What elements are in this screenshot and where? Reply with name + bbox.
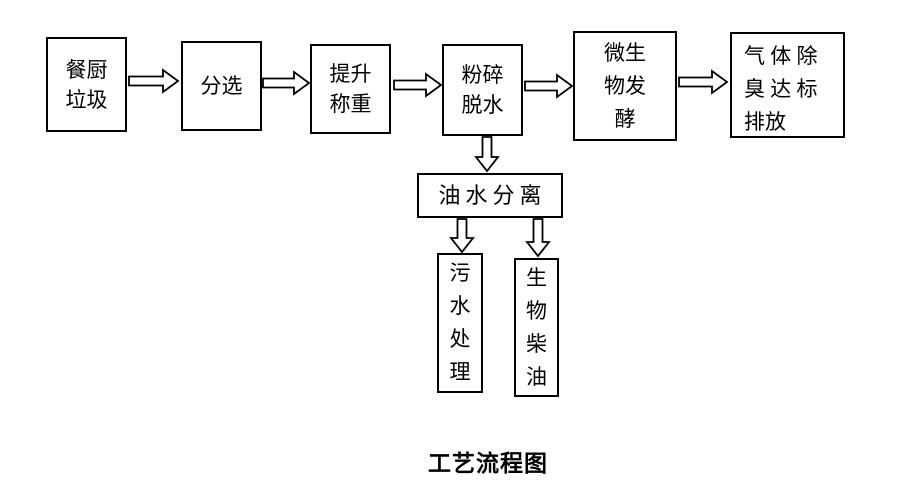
node-fermentation-label: 微生 物发 酵 [604, 40, 646, 131]
arrow-right-icon-sorting-to-lift-weigh [262, 70, 311, 96]
arrow-right-icon-kitchen-waste-to-sorting [128, 68, 180, 94]
node-sorting: 分选 [181, 41, 262, 131]
arrow-right-icon-fermentation-to-gas-treatment [678, 69, 729, 95]
arrow-right-icon-crush-dewater-to-fermentation [524, 73, 574, 99]
node-lift-weigh-label: 提升 称重 [329, 62, 372, 116]
node-crush-dewater: 粉碎 脱水 [442, 44, 523, 136]
diagram-caption: 工艺流程图 [428, 451, 548, 476]
node-sorting-label: 分选 [200, 74, 243, 98]
node-oil-water-separation: 油水分离 [417, 173, 563, 218]
arrow-right-icon-lift-weigh-to-crush-dewater [393, 72, 443, 98]
arrow-down-icon-oil-water-to-sewage [449, 218, 475, 254]
node-fermentation: 微生 物发 酵 [573, 31, 677, 141]
node-biodiesel-label: 生 物 柴 油 [526, 265, 547, 389]
node-kitchen-waste: 餐厨 垃圾 [46, 37, 127, 132]
node-biodiesel: 生 物 柴 油 [514, 258, 559, 397]
node-oil-water-separation-label: 油水分离 [438, 182, 547, 208]
arrow-down-icon-crush-dewater-to-oil-water [474, 136, 500, 173]
node-crush-dewater-label: 粉碎 脱水 [461, 63, 504, 117]
node-kitchen-waste-label: 餐厨 垃圾 [65, 57, 108, 112]
node-gas-treatment: 气 体 除 臭 达 标 排放 [730, 32, 845, 138]
node-sewage-treatment-label: 污 水 处 理 [449, 261, 471, 384]
node-gas-treatment-label: 气 体 除 臭 达 标 排放 [744, 44, 818, 134]
node-lift-weigh: 提升 称重 [310, 44, 391, 134]
node-sewage-treatment: 污 水 处 理 [437, 253, 483, 393]
arrow-down-icon-oil-water-to-biodiesel [525, 218, 551, 258]
